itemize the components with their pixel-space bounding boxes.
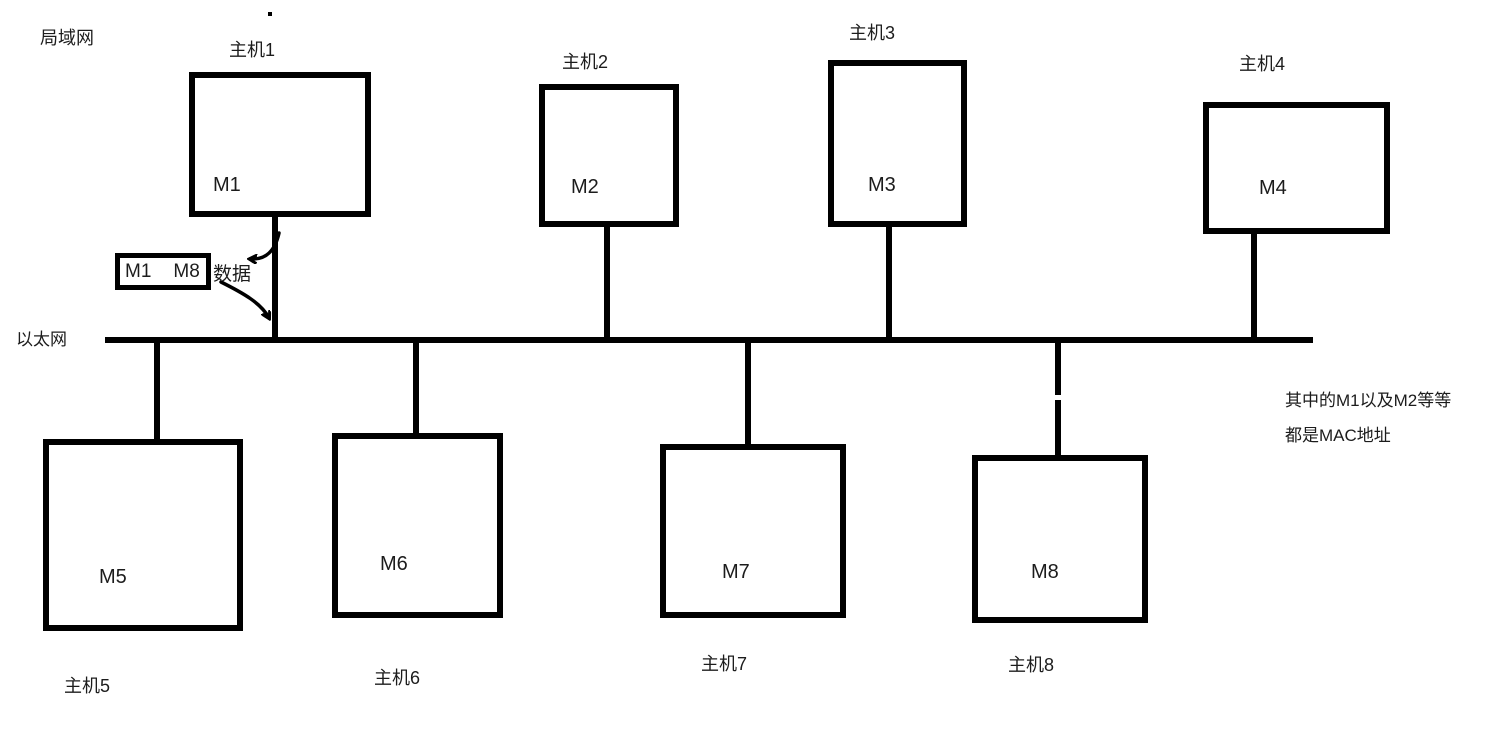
lan-title: 局域网 xyxy=(40,28,94,48)
host1-box: M1 xyxy=(189,72,371,217)
frame-dest-mac: M1 xyxy=(125,260,152,282)
host6-mac: M6 xyxy=(380,553,408,575)
host5-box: M5 xyxy=(43,439,243,631)
host4-mac: M4 xyxy=(1259,177,1287,199)
host2-label: 主机2 xyxy=(562,52,609,72)
host2-box: M2 xyxy=(539,84,679,227)
stray-dot-mark xyxy=(268,12,272,16)
host7-label: 主机7 xyxy=(701,654,748,674)
host8-tap-line-lower xyxy=(1055,400,1061,455)
host4-box: M4 xyxy=(1203,102,1390,234)
host5-tap-line xyxy=(154,341,160,439)
host7-tap-line xyxy=(745,341,751,444)
host6-box: M6 xyxy=(332,433,503,618)
host8-tap-line-upper xyxy=(1055,341,1061,395)
host3-box: M3 xyxy=(828,60,967,227)
ethernet-bus-label: 以太网 xyxy=(16,330,67,349)
data-frame-box: M1 M8 xyxy=(115,253,211,290)
mac-note-line1: 其中的M1以及M2等等 xyxy=(1285,391,1452,410)
host2-mac: M2 xyxy=(571,176,599,198)
host3-label: 主机3 xyxy=(849,23,896,43)
ethernet-bus-line xyxy=(105,337,1313,343)
host6-label: 主机6 xyxy=(374,668,421,688)
data-frame-caption: 数据 xyxy=(213,264,252,285)
host3-tap-line xyxy=(886,227,892,338)
host8-box: M8 xyxy=(972,455,1148,623)
host7-box: M7 xyxy=(660,444,846,618)
host6-tap-line xyxy=(413,341,419,433)
host2-tap-line xyxy=(604,227,610,338)
arrow-frame-to-bus xyxy=(219,280,269,318)
mac-note-line2: 都是MAC地址 xyxy=(1285,426,1391,445)
host1-mac: M1 xyxy=(213,174,241,196)
host5-label: 主机5 xyxy=(64,676,111,696)
host4-tap-line xyxy=(1251,234,1257,338)
host3-mac: M3 xyxy=(868,174,896,196)
host1-tap-line xyxy=(272,217,278,338)
host4-label: 主机4 xyxy=(1239,54,1286,74)
host1-label: 主机1 xyxy=(229,40,276,60)
host5-mac: M5 xyxy=(99,566,127,588)
host7-mac: M7 xyxy=(722,561,750,583)
host8-label: 主机8 xyxy=(1008,655,1055,675)
frame-src-mac: M8 xyxy=(173,260,200,282)
mac-note: 其中的M1以及M2等等 都是MAC地址 xyxy=(1285,383,1451,453)
host8-mac: M8 xyxy=(1031,561,1059,583)
